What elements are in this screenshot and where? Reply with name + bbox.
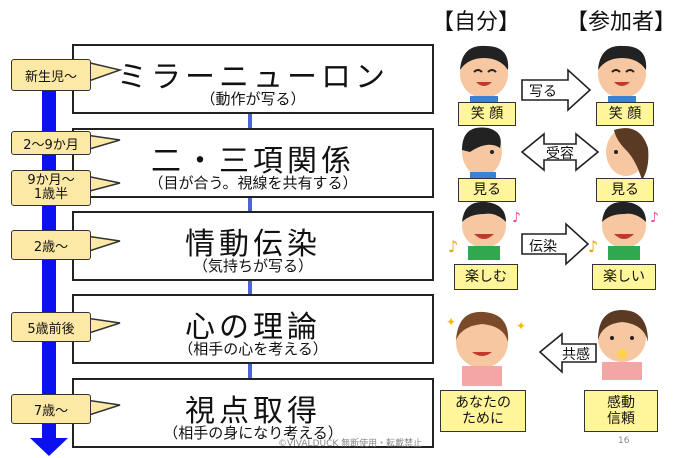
arrow-label-2: 受容	[546, 146, 574, 162]
stage-subtitle: （目が合う。視線を共有する）	[148, 174, 358, 192]
arrow-left-4	[538, 332, 597, 374]
arrow-label-1: 写る	[529, 84, 557, 100]
age-tag-9m-18m: 9か月〜 1歳半	[11, 170, 91, 206]
svg-text:♪: ♪	[588, 237, 598, 256]
participant-label-look: 見る	[596, 178, 654, 202]
age-tag-2-years: 2歳〜	[11, 230, 91, 260]
arrow-right-1	[521, 68, 592, 112]
self-label-enjoy: 楽しむ	[454, 264, 518, 290]
stage-subtitle: （相手の身になり考える）	[163, 424, 343, 442]
connector-1	[248, 112, 252, 132]
arrow-bidirectional-2	[520, 132, 600, 172]
arrow-label-3: 伝染	[529, 239, 557, 255]
stage-title: ミラーニューロン	[117, 60, 389, 95]
boy-smiling-self-illustration	[460, 45, 509, 102]
stage-box-mirror: ミラーニューロン （動作が写る）	[72, 44, 434, 114]
stage-box-theory-of-mind: 心の理論 （相手の心を考える）	[72, 294, 434, 364]
woman-self-illustration: ✦ ✦	[446, 311, 526, 386]
stage-title: 視点取得	[185, 394, 321, 429]
self-label-smile: 笑 顔	[458, 102, 516, 126]
page-number: 16	[618, 436, 630, 446]
header-participant: 【参加者】	[566, 10, 677, 35]
timeline-arrow-head	[30, 438, 68, 456]
stage-subtitle: （気持ちが写る）	[192, 257, 313, 275]
svg-text:♪: ♪	[650, 210, 659, 226]
connector-3	[248, 279, 252, 297]
stage-title: 二・三項関係	[151, 144, 355, 179]
age-tag-newborn: 新生児〜	[11, 59, 91, 91]
boy-profile-illustration	[462, 127, 502, 178]
kid-playing-participant-illustration: ♪ ♪	[588, 201, 659, 260]
svg-text:♪: ♪	[512, 210, 521, 226]
arrow-label-4: 共感	[562, 347, 590, 363]
stage-box-perspective: 視点取得 （相手の身になり考える）	[72, 378, 434, 448]
svg-text:✦: ✦	[516, 319, 526, 333]
self-label-look: 見る	[458, 178, 516, 202]
age-tag-7-years: 7歳〜	[11, 394, 91, 424]
svg-text:♪: ♪	[448, 237, 458, 256]
participant-label-trust: 感動 信頼	[584, 390, 658, 432]
copyright-text: ©VIVALDUCK 無断使用・転載禁止	[278, 439, 423, 449]
stage-subtitle: （動作が写る）	[200, 90, 306, 108]
stage-title: 心の理論	[185, 310, 321, 345]
stage-subtitle: （相手の心を考える）	[178, 340, 328, 358]
age-tag-2-9-months: 2〜9か月	[11, 131, 91, 155]
kid-playing-self-illustration: ♪ ♪	[448, 201, 521, 260]
arrow-right-3	[521, 222, 590, 266]
participant-label-fun: 楽しい	[592, 264, 656, 290]
stage-title: 情動伝染	[185, 227, 321, 262]
stage-box-contagion: 情動伝染 （気持ちが写る）	[72, 211, 434, 281]
participant-label-smile: 笑 顔	[596, 102, 654, 126]
connector-2	[248, 196, 252, 214]
age-tag-5-years: 5歳前後	[11, 312, 91, 342]
girl-profile-illustration	[606, 128, 649, 180]
header-self: 【自分】	[432, 10, 521, 35]
woman-participant-illustration	[598, 310, 648, 380]
self-label-for-you: あなたの ために	[440, 390, 526, 432]
svg-text:✦: ✦	[446, 315, 456, 329]
stage-box-triadic: 二・三項関係 （目が合う。視線を共有する）	[72, 128, 434, 198]
boy-smiling-participant-illustration	[598, 45, 647, 102]
connector-4	[248, 361, 252, 381]
